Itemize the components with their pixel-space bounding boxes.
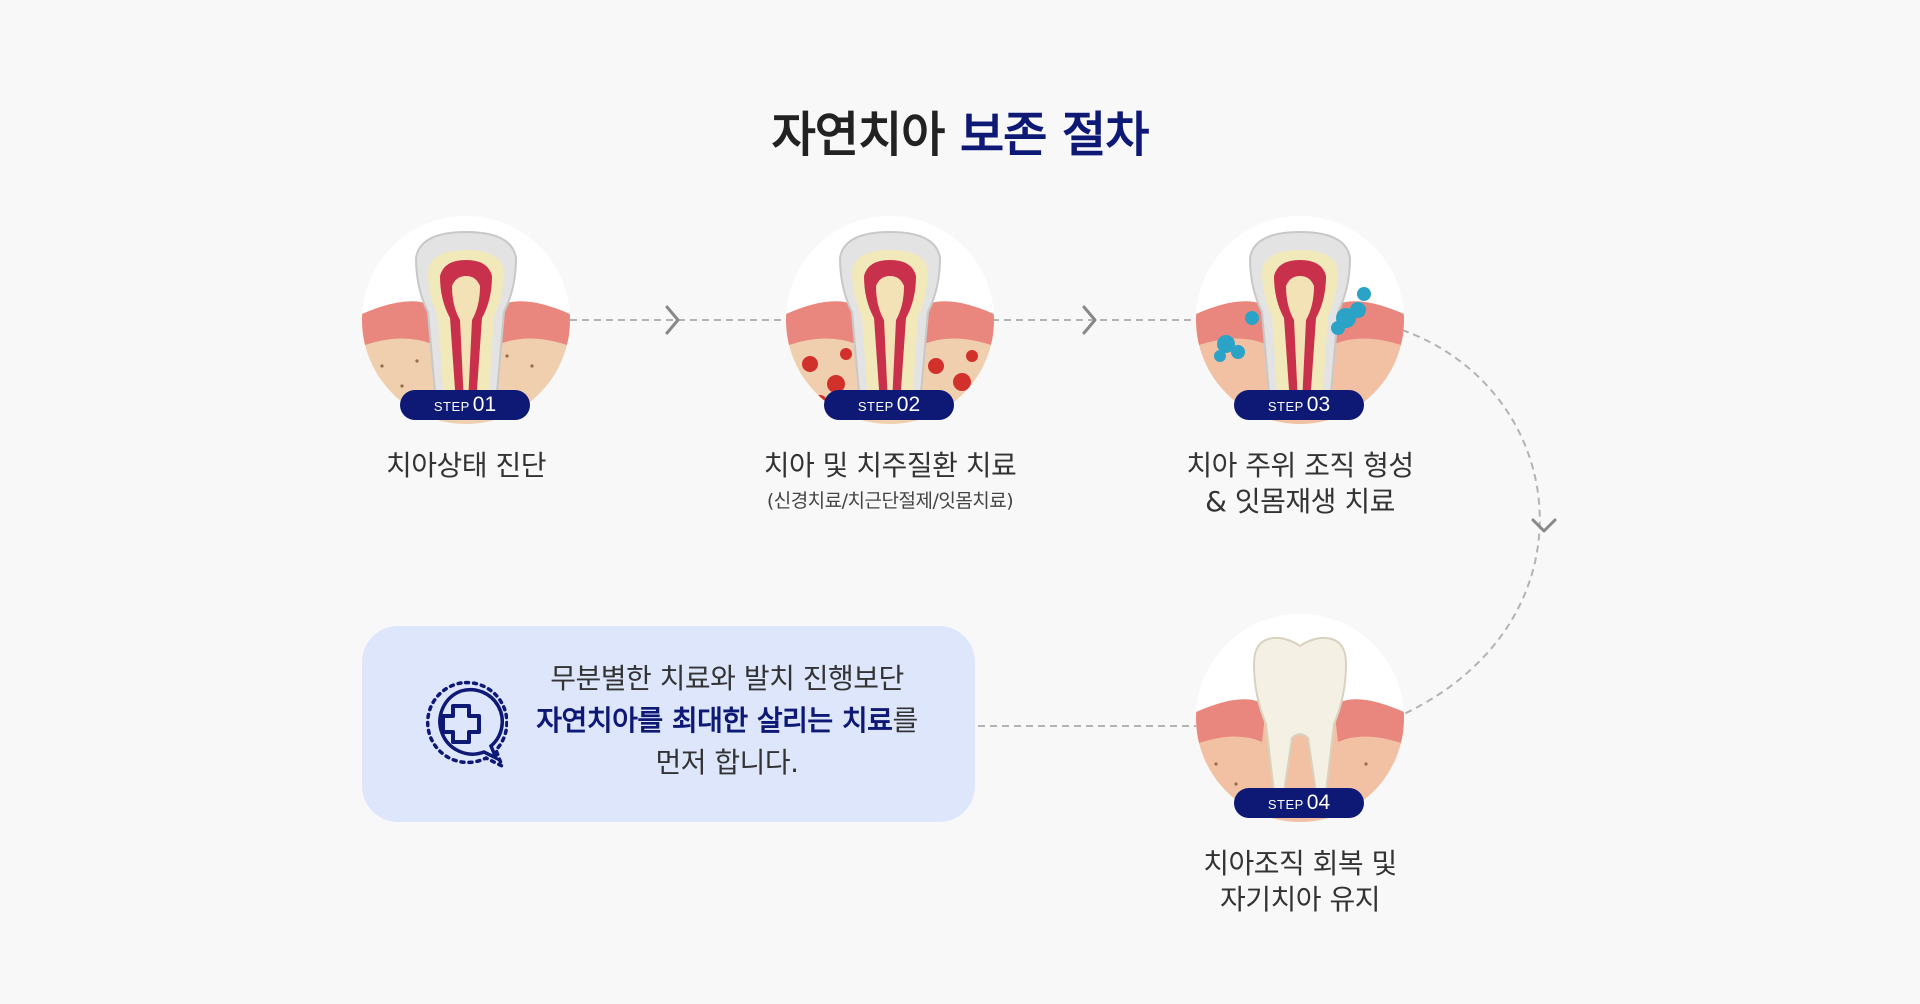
step-label-line1: 치아조직 회복 및 <box>1203 847 1397 880</box>
step-label-line1: 치아 주위 조직 형성 <box>1186 449 1414 482</box>
medical-cross-chat-icon <box>425 680 508 770</box>
title-part2: 보존 절차 <box>960 107 1149 163</box>
page-title: 자연치아 보존 절차 <box>0 95 1920 165</box>
badge-number: 02 <box>896 393 921 416</box>
step-label-line2: 자기치아 유지 <box>1220 883 1380 916</box>
title-part1: 자연치아 <box>771 107 946 163</box>
chevron-right-icon <box>1082 305 1097 335</box>
step-2-illustration <box>786 216 994 424</box>
step-label-line1: 치아 및 치주질환 치료 <box>763 449 1017 482</box>
step-label-line2: & 잇몸재생 치료 <box>1205 485 1395 518</box>
note-line3: 먼저 합니다. <box>655 746 799 779</box>
note-line2-tail: 를 <box>892 704 918 737</box>
cell-cluster-icon <box>1214 287 1371 362</box>
tooth-regeneration-icon <box>1196 216 1404 424</box>
step-3-illustration <box>1196 216 1404 424</box>
step-sublabel: (신경치료/치근단절제/잇몸치료) <box>766 490 1014 512</box>
step-label: 치아조직 회복 및 자기치아 유지 <box>1136 846 1464 918</box>
note-line2: 자연치아를 최대한 살리는 치료를 <box>512 700 942 742</box>
badge-word: STEP <box>1267 399 1304 414</box>
step-label: 치아 주위 조직 형성 & 잇몸재생 치료 <box>1136 448 1464 520</box>
note-text: 무분별한 치료와 발치 진행보단 자연치아를 최대한 살리는 치료를 먼저 합니… <box>512 658 942 784</box>
badge-number: 01 <box>472 393 497 416</box>
badge-word: STEP <box>857 399 894 414</box>
step-1-illustration <box>362 216 570 424</box>
note-highlight: 자연치아를 최대한 살리는 치료 <box>536 704 893 737</box>
connector-3-4 <box>1401 329 1541 715</box>
chevron-down-icon <box>1531 518 1557 533</box>
note-box: 무분별한 치료와 발치 진행보단 자연치아를 최대한 살리는 치료를 먼저 합니… <box>362 626 975 822</box>
note-line1: 무분별한 치료와 발치 진행보단 <box>550 662 904 695</box>
chevron-right-icon <box>665 305 680 335</box>
badge-number: 04 <box>1306 791 1331 814</box>
badge-word: STEP <box>1267 797 1304 812</box>
badge-number: 03 <box>1306 393 1331 416</box>
step-label: 치아 및 치주질환 치료 <box>726 448 1054 484</box>
badge-word: STEP <box>433 399 470 414</box>
step-label-line1: 치아상태 진단 <box>386 449 546 482</box>
step-label: 치아상태 진단 <box>302 448 630 484</box>
